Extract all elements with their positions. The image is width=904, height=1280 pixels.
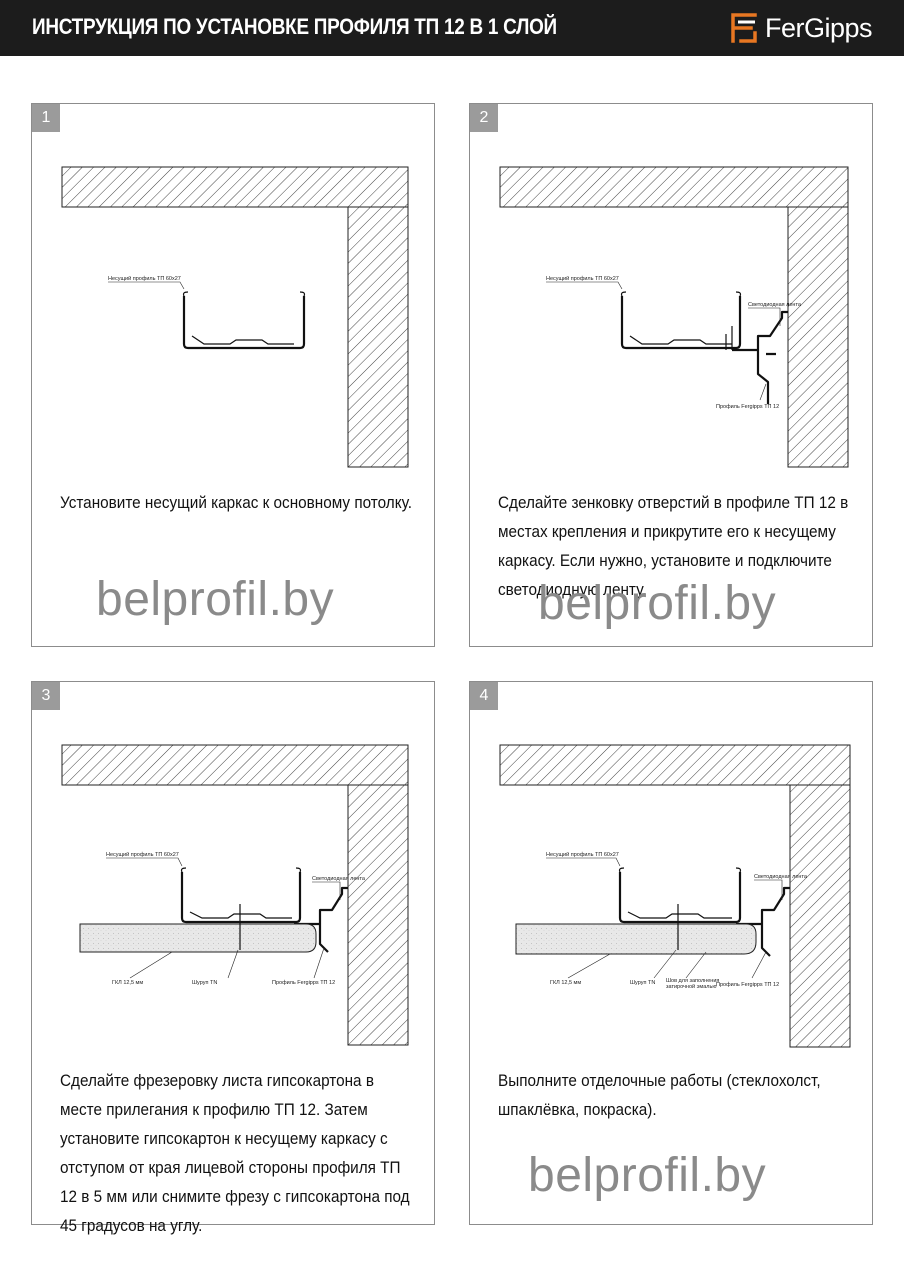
step-caption: Выполните отделочные работы (стеклохолст… [498,1071,821,1119]
label-seam: Шов для заполнения [666,978,719,984]
step-number-badge: 1 [32,104,60,132]
step-caption: Установите несущий каркас к основному по… [60,493,412,512]
step-number-badge: 2 [470,104,498,132]
label-carrier: Несущий профиль ТП 60х27 [108,275,181,282]
label-profile: Профиль Fergipps ТП 12 [716,404,779,410]
label-seam-2: затирочной эмалью [666,983,716,990]
step-2-drawing: Несущий профиль ТП 60х27 Светодиодная ле… [499,166,849,468]
step-panel-2: 2 Несущий профиль ТП 60х27 Светодиодная … [469,103,873,647]
step-3-drawing: Несущий профиль ТП 60х27 Светодиодная ле… [61,744,409,1046]
step-caption: Сделайте фрезеровку листа гипсокартона в… [60,1071,410,1235]
label-led: Светодиодная лента [748,302,802,308]
label-profile: Профиль Fergipps ТП 12 [716,982,779,988]
step-panel-3: 3 Несущий профиль ТП 60х27 Светодиодная … [31,681,435,1235]
logo-text: FerGipps [764,12,873,43]
label-led: Светодиодная лента [754,874,808,880]
step-4-drawing: Несущий профиль ТП 60х27 Светодиодная ле… [499,744,851,1048]
label-carrier: Несущий профиль ТП 60х27 [546,275,619,282]
label-screw: Шуруп TN [192,980,217,986]
page-title: ИНСТРУКЦИЯ ПО УСТАНОВКЕ ПРОФИЛЯ ТП 12 В … [32,14,557,39]
step-number-badge: 3 [32,682,60,710]
step-number-badge: 4 [470,682,498,710]
label-screw: Шуруп TN [630,980,655,986]
watermark: belprofil.by [538,577,777,630]
fergipps-logo-icon [731,13,757,43]
label-led: Светодиодная лента [312,876,366,882]
step-1-drawing: Несущий профиль ТП 60х27 [61,166,409,468]
label-carrier: Несущий профиль ТП 60х27 [106,851,179,858]
step-caption: Сделайте зенковку отверстий в профиле ТП… [498,493,849,599]
label-gkl: ГКЛ 12,5 мм [550,980,581,986]
label-carrier: Несущий профиль ТП 60х27 [546,851,619,858]
page-header: ИНСТРУКЦИЯ ПО УСТАНОВКЕ ПРОФИЛЯ ТП 12 В … [0,0,904,56]
step-panel-4: 4 Несущий профиль ТП 60х27 Светодиодная … [469,681,873,1225]
label-gkl: ГКЛ 12,5 мм [112,980,143,986]
brand-logo: FerGipps [729,11,873,45]
label-profile: Профиль Fergipps ТП 12 [272,980,335,986]
watermark: belprofil.by [528,1149,767,1202]
step-panel-1: 1 Несущий профиль ТП 60х27 Установите не… [31,103,435,647]
watermark: belprofil.by [96,573,335,626]
